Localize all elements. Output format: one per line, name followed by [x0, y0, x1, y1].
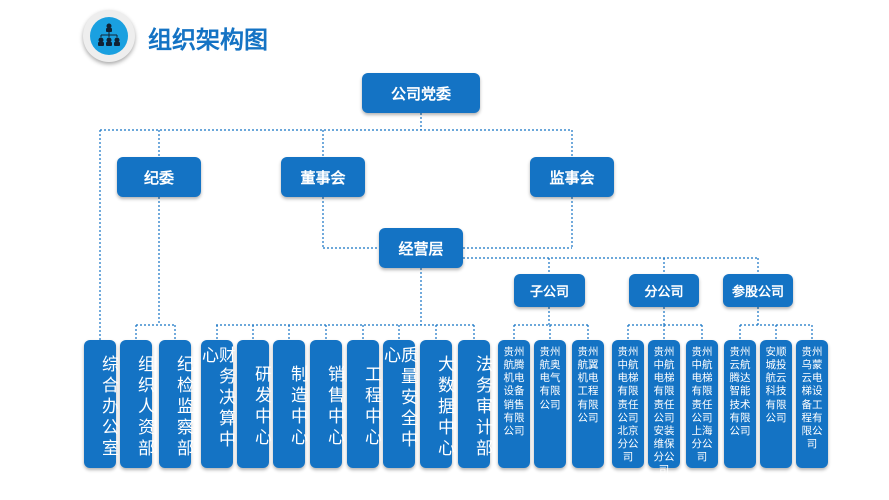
company-box: 贵州航奥电气有限公司 — [534, 340, 566, 468]
department-box: 纪检监察部 — [159, 340, 193, 468]
node-branches: 分公司 — [629, 274, 699, 307]
department-box: 制造中心 — [273, 340, 307, 468]
company-box: 贵州航腾机电设备销售有限公司 — [498, 340, 530, 468]
company-box: 安顺城投航云科技有限公司 — [760, 340, 792, 468]
department-box: 组织人资部 — [120, 340, 154, 468]
company-box: 贵州中航电梯有限责任公司北京分公司 — [612, 340, 644, 468]
department-box: 大数据中心 — [420, 340, 454, 468]
department-box: 研发中心 — [237, 340, 271, 468]
node-subsidiaries: 子公司 — [514, 274, 585, 307]
department-box: 质量安全中心 — [380, 340, 417, 468]
department-box: 工程中心 — [347, 340, 381, 468]
node-discipline-committee: 纪委 — [117, 157, 201, 197]
department-box: 法务审计部 — [458, 340, 492, 468]
company-box: 贵州乌蒙云电梯设备工程有限公司 — [796, 340, 828, 468]
company-box: 贵州云航腾达智能技术有限公司 — [724, 340, 756, 468]
department-box: 销售中心 — [310, 340, 344, 468]
node-board: 董事会 — [281, 157, 365, 197]
node-management: 经营层 — [379, 228, 463, 268]
company-box: 贵州航翼机电工程有限公司 — [572, 340, 604, 468]
department-box: 财务决算中心 — [198, 340, 235, 468]
department-box: 综合办公室 — [84, 340, 118, 468]
node-affiliates: 参股公司 — [723, 274, 793, 307]
node-party-committee: 公司党委 — [362, 73, 480, 113]
company-box: 贵州中航电梯有限责任公司安装维保分公司 — [648, 340, 680, 476]
org-chart-icon — [83, 10, 135, 62]
company-box: 贵州中航电梯有限责任公司上海分公司 — [686, 340, 718, 468]
node-supervisors: 监事会 — [530, 157, 614, 197]
page-title: 组织架构图 — [148, 26, 268, 54]
